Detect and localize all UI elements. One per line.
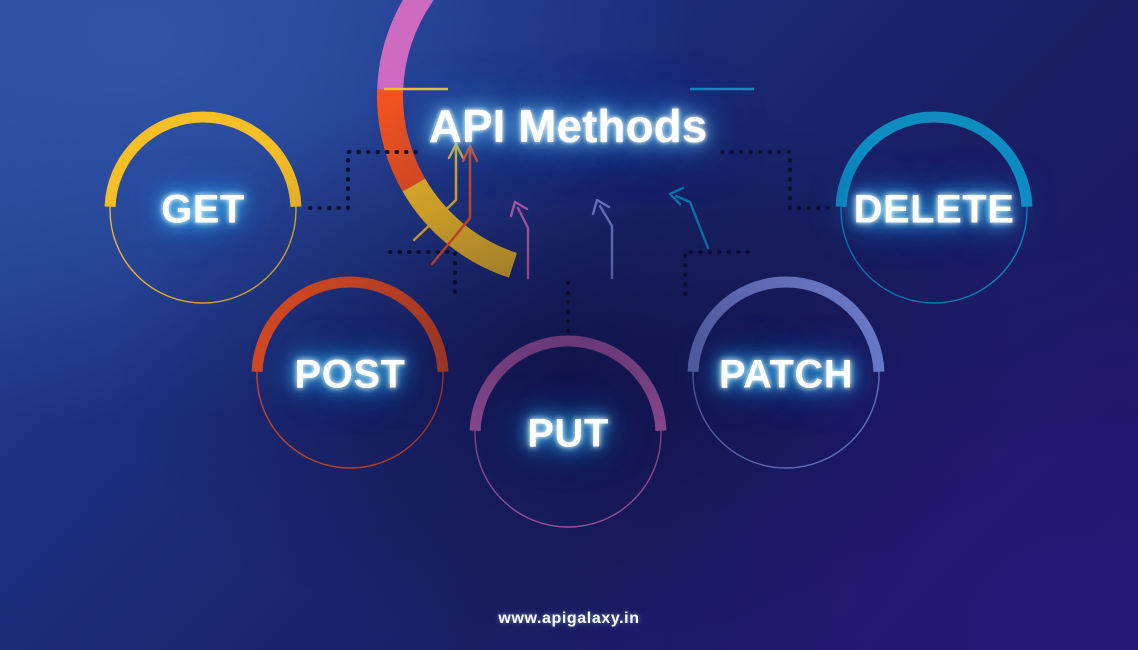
pointer-arrows xyxy=(412,142,710,280)
connector-lines xyxy=(308,150,830,342)
delete-connector xyxy=(716,150,830,210)
delete-arrow xyxy=(668,186,710,250)
method-label-put: PUT xyxy=(527,411,609,456)
hub-segment-post xyxy=(377,89,426,192)
method-label-patch: PATCH xyxy=(718,352,854,397)
put-arrow xyxy=(509,200,530,280)
method-label-delete: DELETE xyxy=(853,187,1015,232)
method-label-get: GET xyxy=(161,187,245,232)
method-label-post: POST xyxy=(294,352,406,397)
page-title: API Methods xyxy=(428,100,708,152)
patch-arrow xyxy=(591,198,614,280)
footer-website-url: www.apigalaxy.in xyxy=(498,610,640,627)
hub-segment-put xyxy=(377,0,433,91)
